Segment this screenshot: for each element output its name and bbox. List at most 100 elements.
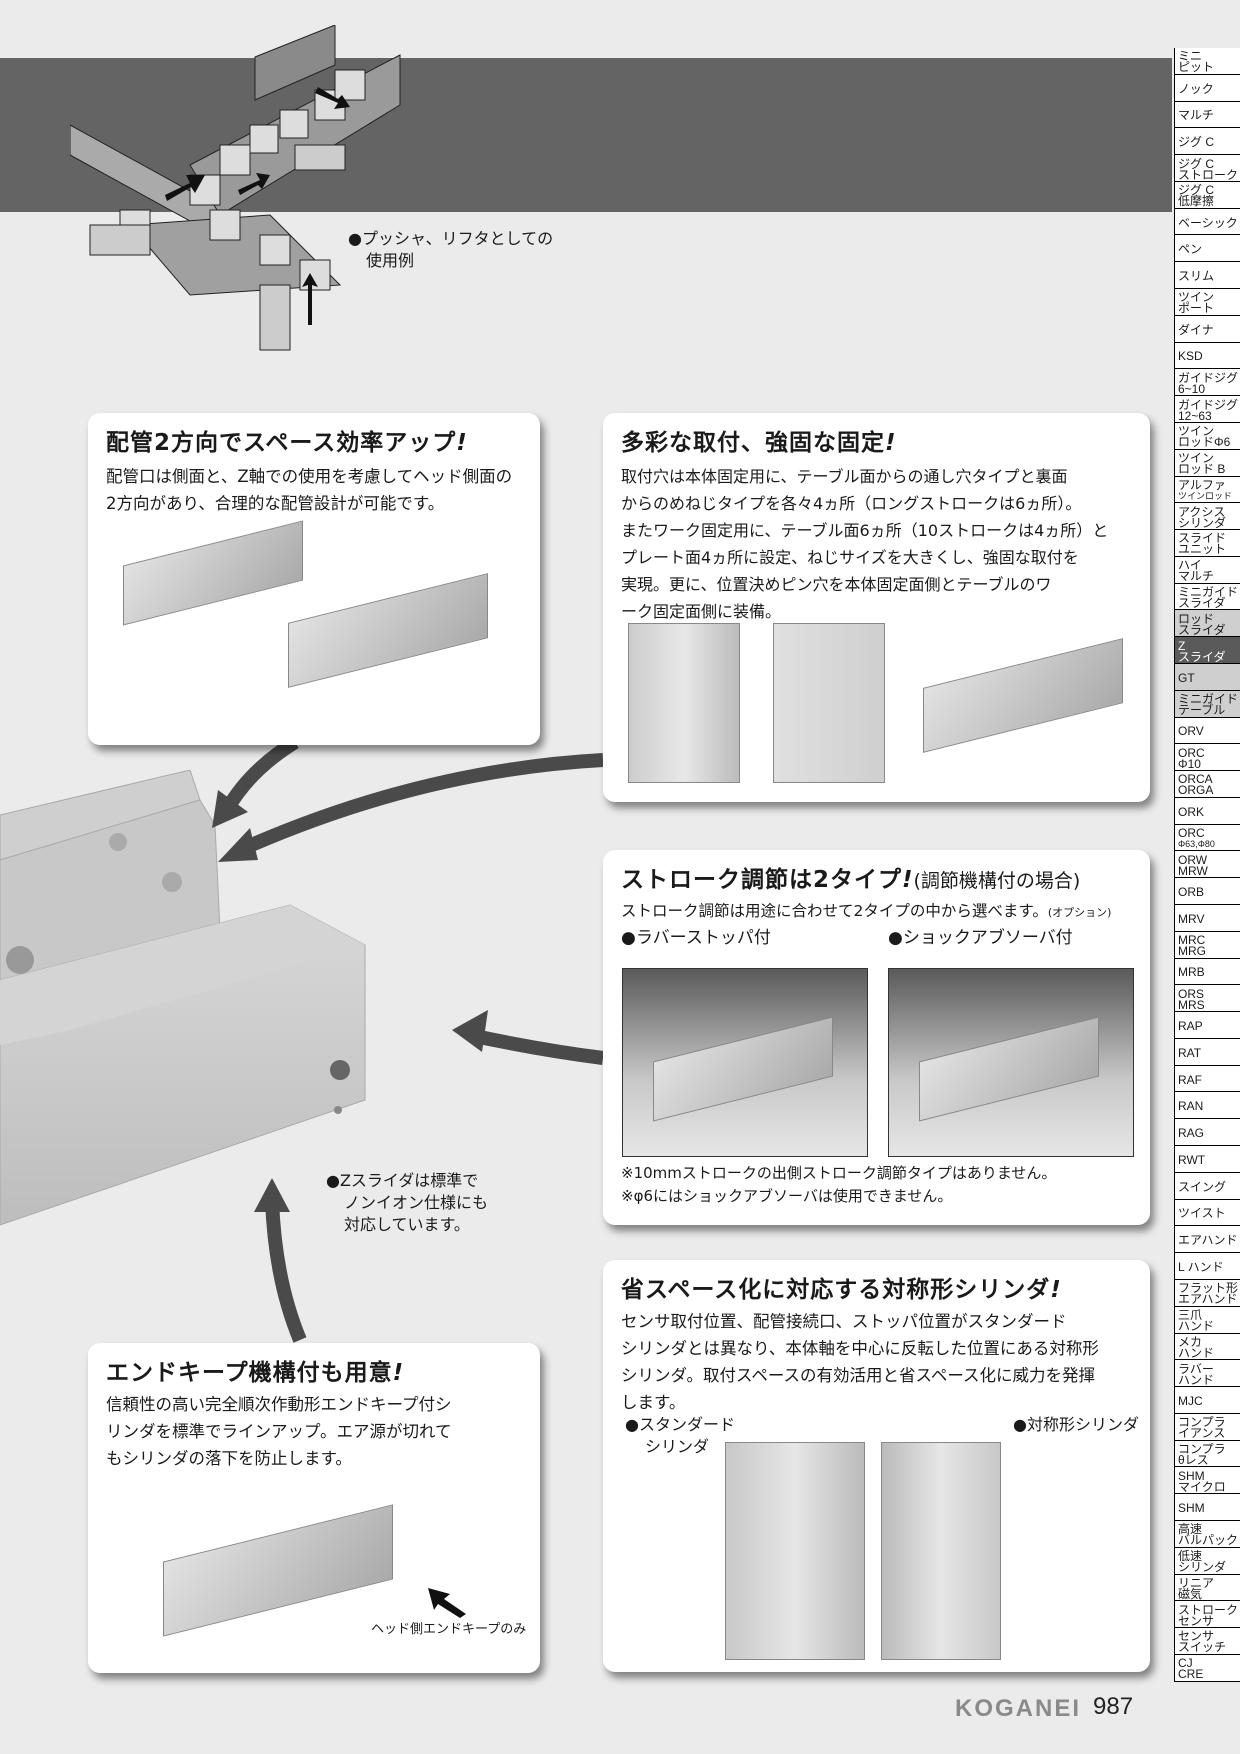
sidebar-tab[interactable]: RAP <box>1175 1012 1240 1039</box>
sidebar-tab[interactable]: 三爪ハンド <box>1175 1306 1240 1334</box>
sidebar-tab[interactable]: ツインロッド B <box>1175 449 1240 477</box>
tab-label-line: バルパック <box>1178 1533 1239 1548</box>
exclaim: ! <box>885 430 897 456</box>
tab-label-line: ロッド <box>1178 611 1215 626</box>
panel-body: センサ取付位置、配管接続口、ストッパ位置がスタンダード シリンダとは異なり、本体… <box>621 1308 1099 1416</box>
title-text: 配管2方向でスペース効率アップ <box>106 430 457 456</box>
sidebar-tab[interactable]: ベーシック <box>1175 208 1240 236</box>
sidebar-tab[interactable]: アルファツインロッド <box>1175 476 1240 504</box>
sidebar-tab[interactable]: 高速バルパック <box>1175 1520 1240 1548</box>
sidebar-tab[interactable]: RWT <box>1175 1146 1240 1173</box>
panel-title: 配管2方向でスペース効率アップ! <box>106 423 468 457</box>
sidebar-tab[interactable]: GT <box>1175 663 1240 691</box>
panel-symmetric-cylinder: 省スペース化に対応する対称形シリンダ! センサ取付位置、配管接続口、ストッパ位置… <box>603 1260 1150 1672</box>
tab-label-line: ツイン <box>1178 451 1215 466</box>
sidebar-tab[interactable]: MRB <box>1175 958 1240 986</box>
sidebar-tab[interactable]: ミニピット <box>1175 48 1240 75</box>
tab-label-line: CJ <box>1178 1656 1193 1671</box>
sidebar-tab[interactable]: KSD <box>1175 342 1240 370</box>
tab-label-line: メカ <box>1178 1334 1203 1349</box>
sidebar-tab[interactable]: ジグ C <box>1175 128 1240 156</box>
sidebar-tab[interactable]: スイング <box>1175 1172 1240 1200</box>
sidebar-tab[interactable]: センサスイッチ <box>1175 1628 1240 1655</box>
title-text: エンドキープ機構付も用意 <box>106 1360 393 1386</box>
tab-label-line: ツイン <box>1178 424 1215 439</box>
sidebar-tab[interactable]: スリム <box>1175 262 1240 290</box>
title-text: 多彩な取付、強固な固定 <box>621 430 885 456</box>
body-line: からのめねじタイプを各々4ヵ所（ロングストロークは6ヵ所）。 <box>621 494 1082 513</box>
sidebar-tab[interactable]: ノック <box>1175 74 1240 102</box>
sidebar-tab[interactable]: ミニガイドテーブル <box>1175 690 1240 718</box>
sidebar-tab[interactable]: RAN <box>1175 1092 1240 1120</box>
sidebar-tab[interactable]: RAF <box>1175 1065 1240 1093</box>
sidebar-tab[interactable]: ストロークセンサ <box>1175 1601 1240 1629</box>
sidebar-tab[interactable]: マルチ <box>1175 101 1240 129</box>
sidebar-tab[interactable]: ダイナ <box>1175 315 1240 343</box>
sidebar-tab[interactable]: ツインロッドΦ6 <box>1175 422 1240 450</box>
sidebar-tab[interactable]: ミニガイドスライダ <box>1175 583 1240 611</box>
tab-label-line: スライド <box>1178 531 1227 546</box>
sidebar-tab[interactable]: RAT <box>1175 1038 1240 1066</box>
sidebar-tab[interactable]: ORB <box>1175 878 1240 905</box>
sidebar-tab[interactable]: ペン <box>1175 235 1240 263</box>
sidebar-tab[interactable]: フラット形エアハンド <box>1175 1279 1240 1307</box>
sidebar-tab[interactable]: メカハンド <box>1175 1333 1240 1361</box>
tab-label-line: RAP <box>1178 1019 1203 1034</box>
sidebar-tab[interactable]: MJC <box>1175 1387 1240 1414</box>
tab-label-line: マルチ <box>1178 569 1215 584</box>
sidebar-tab[interactable]: SHM <box>1175 1494 1240 1521</box>
body-line: シリンダとは異なり、本体軸を中心に反転した位置にある対称形 <box>621 1339 1099 1358</box>
tab-label-line: Φ63,Φ80 <box>1178 839 1215 850</box>
sidebar-tab[interactable]: エアハンド <box>1175 1226 1240 1254</box>
sidebar-tab[interactable]: MRV <box>1175 905 1240 932</box>
tab-label-line: MRS <box>1178 997 1205 1012</box>
tab-label-line: 低速 <box>1178 1549 1203 1564</box>
sidebar-tab[interactable]: ツインポート <box>1175 289 1240 316</box>
sidebar-tab[interactable]: ハイマルチ <box>1175 556 1240 584</box>
panel-body: 取付穴は本体固定用に、テーブル面からの通し穴タイプと裏面 からのめねじタイプを各… <box>621 463 1108 625</box>
title-text: ストローク調節は2タイプ <box>621 867 903 893</box>
body-line: リンダを標準でラインアップ。エア源が切れて <box>106 1422 452 1441</box>
tab-label-line: ORC <box>1178 826 1205 841</box>
sidebar-tab[interactable]: スライドユニット <box>1175 530 1240 557</box>
body-line: 取付穴は本体固定用に、テーブル面からの通し穴タイプと裏面 <box>621 467 1068 486</box>
sidebar-tab[interactable]: RAG <box>1175 1119 1240 1147</box>
sidebar-tab[interactable]: L ハンド <box>1175 1253 1240 1280</box>
sidebar-tab[interactable]: 低速シリンダ <box>1175 1547 1240 1575</box>
tab-label-line: ジグ C <box>1178 135 1215 150</box>
label-line: シリンダ <box>645 1437 710 1456</box>
sidebar-tab[interactable]: リニア磁気 <box>1175 1574 1240 1602</box>
sidebar-tab[interactable]: ラバーハンド <box>1175 1360 1240 1388</box>
tab-label-line: KSD <box>1178 349 1203 364</box>
note-line: ※10mmストロークの出側ストローク調節タイプはありません。 <box>621 1164 1057 1182</box>
caption-line: ノンイオン仕様にも <box>344 1193 489 1212</box>
product-image-symmetric <box>881 1442 1001 1660</box>
sidebar-tab[interactable]: ORV <box>1175 717 1240 745</box>
tab-label-line: センサ <box>1178 1613 1215 1628</box>
tab-label-line: ノック <box>1178 81 1214 96</box>
sidebar-tab[interactable]: ツイスト <box>1175 1199 1240 1227</box>
tab-label-line: ベーシック <box>1178 215 1238 230</box>
body-line: またワーク固定用に、テーブル面6ヵ所（10ストロークは4ヵ所）と <box>621 521 1109 540</box>
panel-title: ストローク調節は2タイプ!(調節機構付の場合) <box>621 860 1080 894</box>
sidebar-tab[interactable]: アクシスシリンダ <box>1175 503 1240 531</box>
sidebar-tab[interactable]: ロッドスライダ <box>1175 610 1240 638</box>
sidebar-tab[interactable]: コンプライアンス <box>1175 1413 1240 1441</box>
sidebar-tab[interactable]: ORK <box>1175 797 1240 825</box>
